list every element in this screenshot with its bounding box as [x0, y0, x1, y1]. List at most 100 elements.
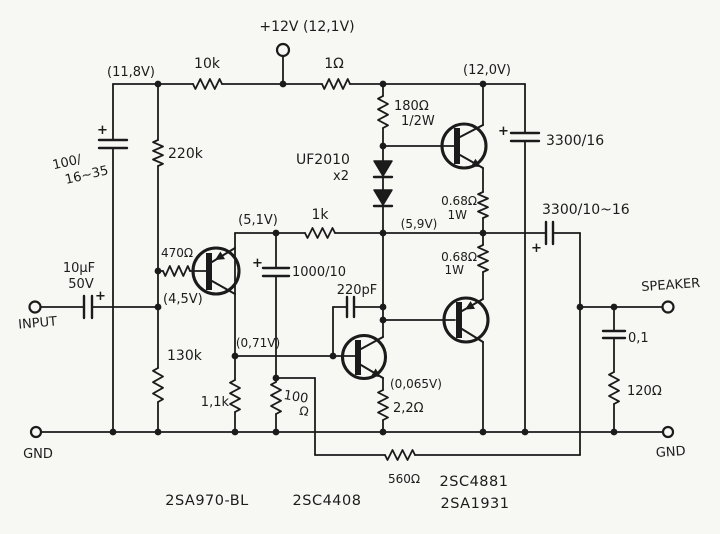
transistor-q1-2sa970	[191, 246, 241, 296]
transistor-base-bar	[456, 302, 462, 338]
label-v4-5: (4,5V)	[163, 292, 203, 307]
junction-dot	[379, 142, 387, 150]
label-cap-comp: 220pF	[337, 283, 378, 298]
junction-dot	[521, 428, 529, 436]
label-v12-0: (12,0V)	[463, 63, 511, 78]
label-q1-part: 2SA970-BL	[165, 493, 249, 509]
junction-dot	[272, 374, 280, 382]
label-v11-8: (11,8V)	[107, 65, 155, 80]
transistor-base-bar	[454, 128, 460, 164]
label-diodes-qty: x2	[333, 169, 349, 184]
transistor-q3-2sc4881	[440, 122, 488, 170]
labels: +12V (12,1V) (11,8V) 10k 1Ω (12,0V) 100/…	[18, 19, 701, 512]
label-diodes: UF2010	[296, 152, 350, 168]
junction-dot	[154, 303, 162, 311]
label-r1ohm: 1Ω	[324, 56, 344, 72]
label-gnd-right: GND	[655, 444, 686, 461]
junction-dot	[379, 229, 387, 237]
junction-dot	[379, 428, 387, 436]
junction-dot	[154, 80, 162, 88]
junction-dot	[610, 303, 618, 311]
transistor-base-bar	[355, 340, 361, 375]
plus-cap-out: +	[531, 241, 542, 256]
junction-dot	[379, 303, 387, 311]
label-r068-top: 0.68Ω	[441, 194, 477, 208]
transistor-body	[191, 246, 241, 296]
label-cap-in-2: 50V	[68, 277, 94, 292]
junction-dot	[231, 428, 239, 436]
transistor-collector	[461, 328, 484, 343]
diode-symbol	[373, 189, 393, 206]
label-input: INPUT	[18, 314, 58, 332]
pnp-arrow-icon	[215, 251, 225, 260]
resistor-100-symbol	[270, 381, 282, 415]
plus-cap-rail: +	[97, 123, 108, 138]
label-input-wrap: INPUT	[18, 314, 58, 332]
resistor-220k-symbol	[152, 139, 164, 167]
junction-dot	[279, 80, 287, 88]
junction-dot	[329, 352, 337, 360]
label-r10k: 10k	[194, 56, 221, 72]
label-gnd-right-wrap: GND	[655, 444, 686, 461]
resistor-10k-symbol	[192, 78, 223, 90]
label-cap-rail-1: 100/	[51, 152, 83, 173]
plus-cap-in: +	[95, 289, 106, 304]
label-r1k: 1k	[311, 207, 329, 223]
resistor-180-symbol	[377, 95, 389, 129]
supply-terminal	[275, 42, 291, 58]
resistor-130k-symbol	[152, 367, 164, 403]
label-supply: +12V (12,1V)	[259, 19, 354, 35]
junction-dot	[576, 303, 584, 311]
label-speaker-wrap: SPEAKER	[641, 276, 701, 295]
resistor-1k-symbol	[304, 227, 336, 239]
label-r560: 560Ω	[388, 472, 420, 486]
label-v5-1: (5,1V)	[238, 213, 278, 228]
transistor-q4-2sa1931	[442, 296, 490, 344]
resistor-2-2-symbol	[377, 389, 389, 421]
gnd-left-terminal	[29, 425, 43, 439]
terminals	[28, 42, 675, 439]
label-q2-part: 2SC4408	[293, 493, 362, 509]
junction-dot	[379, 80, 387, 88]
junction-dot	[154, 267, 162, 275]
label-r470: 470Ω	[161, 246, 193, 260]
transistor-body	[440, 122, 488, 170]
junction-dot	[610, 428, 618, 436]
label-r180: 180Ω	[394, 99, 429, 114]
label-cap-out: 3300/10~16	[542, 202, 630, 218]
label-cap-in-1: 10μF	[63, 261, 95, 276]
junction-dot	[479, 428, 487, 436]
resistor-068b-symbol	[477, 244, 489, 273]
junction-dots	[109, 80, 618, 436]
junction-dot	[272, 229, 280, 237]
label-r120: 120Ω	[627, 384, 662, 399]
junction-dot	[109, 428, 117, 436]
transistor-body	[442, 296, 490, 344]
label-r130k: 130k	[167, 348, 203, 364]
label-r2-2: 2,2Ω	[393, 401, 424, 416]
speaker-terminal	[661, 300, 675, 314]
label-cap-zobel: 0,1	[628, 331, 649, 346]
label-r220k: 220k	[168, 146, 204, 162]
transistor-base-bar	[206, 253, 212, 290]
label-v5-9: (5,9V)	[401, 217, 438, 231]
plus-cap-fb: +	[252, 256, 263, 271]
label-r1-1k: 1,1k	[201, 395, 230, 410]
resistor-1ohm-symbol	[321, 78, 351, 90]
transistor-collector	[211, 280, 236, 295]
resistor-470-symbol	[162, 265, 191, 277]
label-q3-part: 2SC4881	[440, 474, 509, 490]
label-r068-top-w: 1W	[448, 208, 468, 222]
resistor-068a-symbol	[477, 191, 489, 219]
plus-cap-ps: +	[498, 124, 509, 139]
resistor-1-1k-symbol	[229, 379, 241, 413]
wires	[39, 55, 664, 456]
transistor-q2-2sc4408	[340, 333, 388, 381]
pnp-arrow-icon	[465, 301, 475, 310]
junction-dot	[479, 229, 487, 237]
capacitors	[82, 131, 627, 340]
label-r100: 100	[282, 388, 309, 407]
transistor-collector	[459, 124, 484, 138]
label-v0-065: (0,065V)	[390, 377, 442, 391]
